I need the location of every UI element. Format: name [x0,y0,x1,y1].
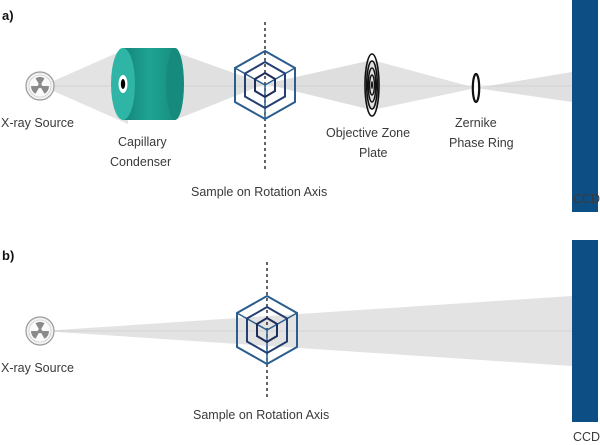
phase-ring-icon [471,72,481,104]
panel-a-tag: a) [2,8,14,23]
panel-b: b) X-ray Source Sample on Rotation Axis … [1,240,600,444]
panel-b-tag: b) [2,248,14,263]
radiation-icon [25,71,55,101]
zone-plate-label-line1: Objective Zone [326,126,410,140]
source-label-b: X-ray Source [1,361,74,375]
source-label-a: X-ray Source [1,116,74,130]
condenser-label-line2: Condenser [110,155,171,169]
nested-cube-icon [236,294,298,366]
panel-a: a) X-ray Source [1,0,600,212]
zone-plate-icon [364,53,380,117]
capillary-condenser-icon [111,48,184,120]
phase-ring-label-line1: Zernike [455,116,497,130]
sample-label-b: Sample on Rotation Axis [193,408,329,422]
condenser-label-line1: Capillary [118,135,167,149]
sample-label-a: Sample on Rotation Axis [191,185,327,199]
zone-plate-label-line2: Plate [359,146,388,160]
radiation-icon [25,316,55,346]
phase-ring-label-line2: Phase Ring [449,136,514,150]
nested-cube-icon [234,49,296,121]
ccd-detector-b [572,240,598,422]
ccd-label-b: CCD [573,430,600,444]
ccd-detector-a [572,0,598,212]
ccd-label-a: CCD [573,192,600,206]
